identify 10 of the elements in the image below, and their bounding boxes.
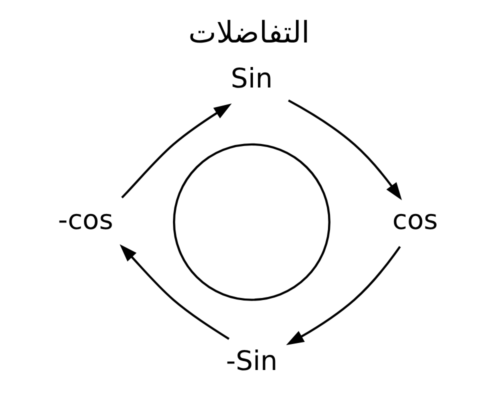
node-text: cos: [392, 204, 438, 236]
diagram-title: التفاضلات: [188, 16, 310, 51]
arrow: [121, 104, 232, 198]
arrow: [288, 100, 402, 200]
node-text: -cos: [58, 204, 114, 236]
arrow: [120, 244, 230, 340]
node-text: Sin: [230, 64, 273, 95]
node-circle: [172, 143, 330, 301]
node-text: -Sin: [226, 346, 278, 378]
arrow: [286, 246, 401, 346]
